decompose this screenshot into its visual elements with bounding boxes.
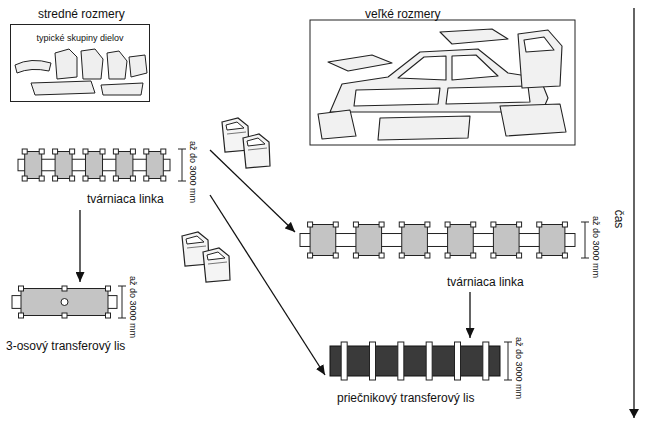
press-caption: tvárniaca linka	[447, 275, 524, 289]
car-body-box	[310, 20, 575, 145]
dimension-label: až do 3000 mm	[127, 276, 137, 338]
dimension-label: až do 3000 mm	[187, 141, 197, 203]
door-part-icon	[243, 134, 270, 168]
dimension-line	[178, 149, 186, 181]
three-axis-transfer-press: 3-osový transferový lis	[6, 282, 134, 354]
press-line-symbol	[295, 218, 580, 292]
car-body-sketch	[318, 29, 566, 140]
column-heading: veľké rozmery	[365, 8, 441, 21]
press-line: tvárniaca linka	[15, 145, 210, 210]
crossbar-transfer-press: priečnikový transferový lis	[325, 338, 505, 410]
press-line: tvárniaca linka	[295, 218, 580, 292]
flow-arrow	[79, 210, 80, 282]
press-caption: priečnikový transferový lis	[337, 391, 474, 405]
press-caption: 3-osový transferový lis	[6, 339, 125, 353]
parts-group-box: typické skupiny dielov	[10, 24, 150, 102]
dimension-label: až do 3000 mm	[513, 337, 523, 399]
press-caption: tvárniaca linka	[87, 192, 164, 206]
box-heading: typické skupiny dielov	[36, 33, 123, 44]
time-arrow	[633, 8, 634, 418]
dimension-line	[581, 222, 589, 258]
flow-arrow	[469, 292, 470, 338]
flow-arrow	[210, 195, 325, 375]
door-part-icon	[203, 248, 230, 282]
axis-label: čas	[611, 210, 624, 229]
dimension-line	[504, 342, 512, 380]
dimension-line	[118, 286, 126, 318]
column-heading: stredné rozmery	[38, 8, 125, 21]
dimension-label: až do 3000 mm	[590, 216, 600, 278]
